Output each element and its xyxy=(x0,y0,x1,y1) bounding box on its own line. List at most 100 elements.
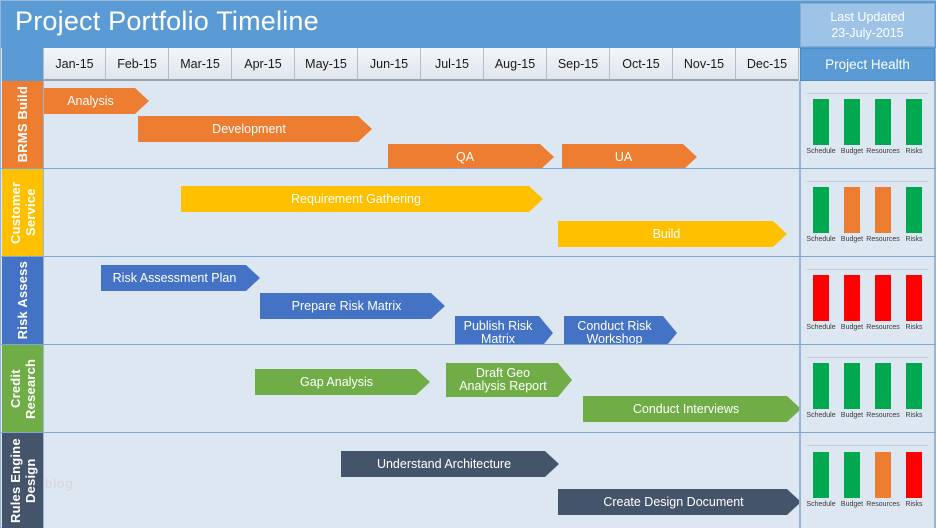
health-status-bar xyxy=(906,99,922,145)
health-kpi-budget[interactable]: Budget xyxy=(838,99,866,155)
health-kpi-label: Budget xyxy=(840,412,864,419)
health-kpi-schedule[interactable]: Schedule xyxy=(806,363,836,419)
health-kpi-label: Budget xyxy=(840,501,864,508)
health-kpi-budget[interactable]: Budget xyxy=(838,363,866,419)
month-header-sep-15[interactable]: Sep-15 xyxy=(547,48,610,81)
month-header-may-15[interactable]: May-15 xyxy=(295,48,358,81)
health-kpi-budget[interactable]: Budget xyxy=(838,452,866,508)
category-text: Rules Engine Design xyxy=(7,438,38,523)
health-kpi-resources[interactable]: Resources xyxy=(866,363,900,419)
health-status-bar xyxy=(813,99,829,145)
category-text: Credit Research xyxy=(7,358,38,419)
category-label-rules-engine-design[interactable]: Rules Engine Design xyxy=(2,433,43,528)
page-title: Project Portfolio Timeline xyxy=(15,6,319,36)
category-label-credit-research[interactable]: Credit Research xyxy=(2,345,43,432)
health-kpi-resources[interactable]: Resources xyxy=(866,99,900,155)
category-label-risk-assess[interactable]: Risk Assess xyxy=(2,257,43,344)
health-kpi-schedule[interactable]: Schedule xyxy=(806,275,836,331)
health-kpi-label: Risks xyxy=(905,412,923,419)
month-label: Nov-15 xyxy=(683,56,725,71)
health-kpi-risks[interactable]: Risks xyxy=(900,452,928,508)
health-kpi-budget[interactable]: Budget xyxy=(838,275,866,331)
health-baseline xyxy=(807,269,928,270)
health-kpi-resources[interactable]: Resources xyxy=(866,275,900,331)
month-header-apr-15[interactable]: Apr-15 xyxy=(232,48,295,81)
task-bar-prepare-risk-matrix[interactable]: Prepare Risk Matrix xyxy=(260,293,445,319)
health-kpi-schedule[interactable]: Schedule xyxy=(806,187,836,243)
month-header-oct-15[interactable]: Oct-15 xyxy=(610,48,673,81)
health-kpi-label: Schedule xyxy=(806,501,836,508)
month-label: Sep-15 xyxy=(557,56,599,71)
health-kpi-label: Resources xyxy=(866,324,900,331)
task-bar-conduct-interviews[interactable]: Conduct Interviews xyxy=(583,396,800,422)
health-kpi-label: Schedule xyxy=(806,324,836,331)
category-label-customer-service[interactable]: Customer Service xyxy=(2,169,43,256)
health-baseline xyxy=(807,357,928,358)
category-label-brms-build[interactable]: BRMS Build xyxy=(2,81,43,168)
task-bar-gap-analysis[interactable]: Gap Analysis xyxy=(255,369,430,395)
timeline-row: Rules Engine Design Understand Architectu… xyxy=(1,433,936,528)
health-kpi-risks[interactable]: Risks xyxy=(900,275,928,331)
corner-cell xyxy=(2,48,43,81)
month-header-jun-15[interactable]: Jun-15 xyxy=(358,48,421,81)
month-header-dec-15[interactable]: Dec-15 xyxy=(736,48,799,81)
health-kpi-label: Schedule xyxy=(806,412,836,419)
health-kpi-label: Budget xyxy=(840,148,864,155)
health-status-bar xyxy=(813,275,829,321)
month-header-feb-15[interactable]: Feb-15 xyxy=(106,48,169,81)
health-kpi-label: Risks xyxy=(905,501,923,508)
task-bar-build[interactable]: Build xyxy=(558,221,787,247)
task-bar-analysis[interactable]: Analysis xyxy=(44,88,149,114)
task-bar-label: Conduct Interviews xyxy=(632,401,740,416)
task-bar-risk-assessment-plan[interactable]: Risk Assessment Plan xyxy=(101,265,260,291)
health-kpi-schedule[interactable]: Schedule xyxy=(806,99,836,155)
health-kpi-resources[interactable]: Resources xyxy=(866,452,900,508)
category-text: Risk Assess xyxy=(15,261,30,340)
health-kpi-label: Budget xyxy=(840,236,864,243)
month-header-jul-15[interactable]: Jul-15 xyxy=(421,48,484,81)
health-status-bar xyxy=(844,187,860,233)
health-kpi-budget[interactable]: Budget xyxy=(838,187,866,243)
health-kpi-resources[interactable]: Resources xyxy=(866,187,900,243)
task-bar-ua[interactable]: UA xyxy=(562,144,697,168)
task-bar-understand-architecture[interactable]: Understand Architecture xyxy=(341,451,559,477)
health-kpi-risks[interactable]: Risks xyxy=(900,99,928,155)
month-header-aug-15[interactable]: Aug-15 xyxy=(484,48,547,81)
task-bar-label: UA xyxy=(614,149,633,164)
task-bar-qa[interactable]: QA xyxy=(388,144,554,168)
month-label: Apr-15 xyxy=(244,56,282,71)
month-label: Oct-15 xyxy=(622,56,660,71)
task-bar-label: Understand Architecture xyxy=(376,456,512,471)
month-header-nov-15[interactable]: Nov-15 xyxy=(673,48,736,81)
month-header-jan-15[interactable]: Jan-15 xyxy=(43,48,106,81)
task-bar-label: QA xyxy=(455,149,475,164)
health-kpi-risks[interactable]: Risks xyxy=(900,363,928,419)
health-status-bar xyxy=(844,363,860,409)
task-bar-requirement-gathering[interactable]: Requirement Gathering xyxy=(181,186,543,212)
task-bar-create-design-document[interactable]: Create Design Document xyxy=(558,489,800,515)
title-bar: Project Portfolio Timeline Last Updated … xyxy=(1,1,936,48)
month-header-mar-15[interactable]: Mar-15 xyxy=(169,48,232,81)
health-kpi-schedule[interactable]: Schedule xyxy=(806,452,836,508)
task-bar-development[interactable]: Development xyxy=(138,116,372,142)
task-bar-label: Build xyxy=(652,226,681,241)
health-status-bar xyxy=(813,363,829,409)
health-kpi-risks[interactable]: Risks xyxy=(900,187,928,243)
health-status-bar xyxy=(875,99,891,145)
health-kpi-label: Resources xyxy=(866,236,900,243)
